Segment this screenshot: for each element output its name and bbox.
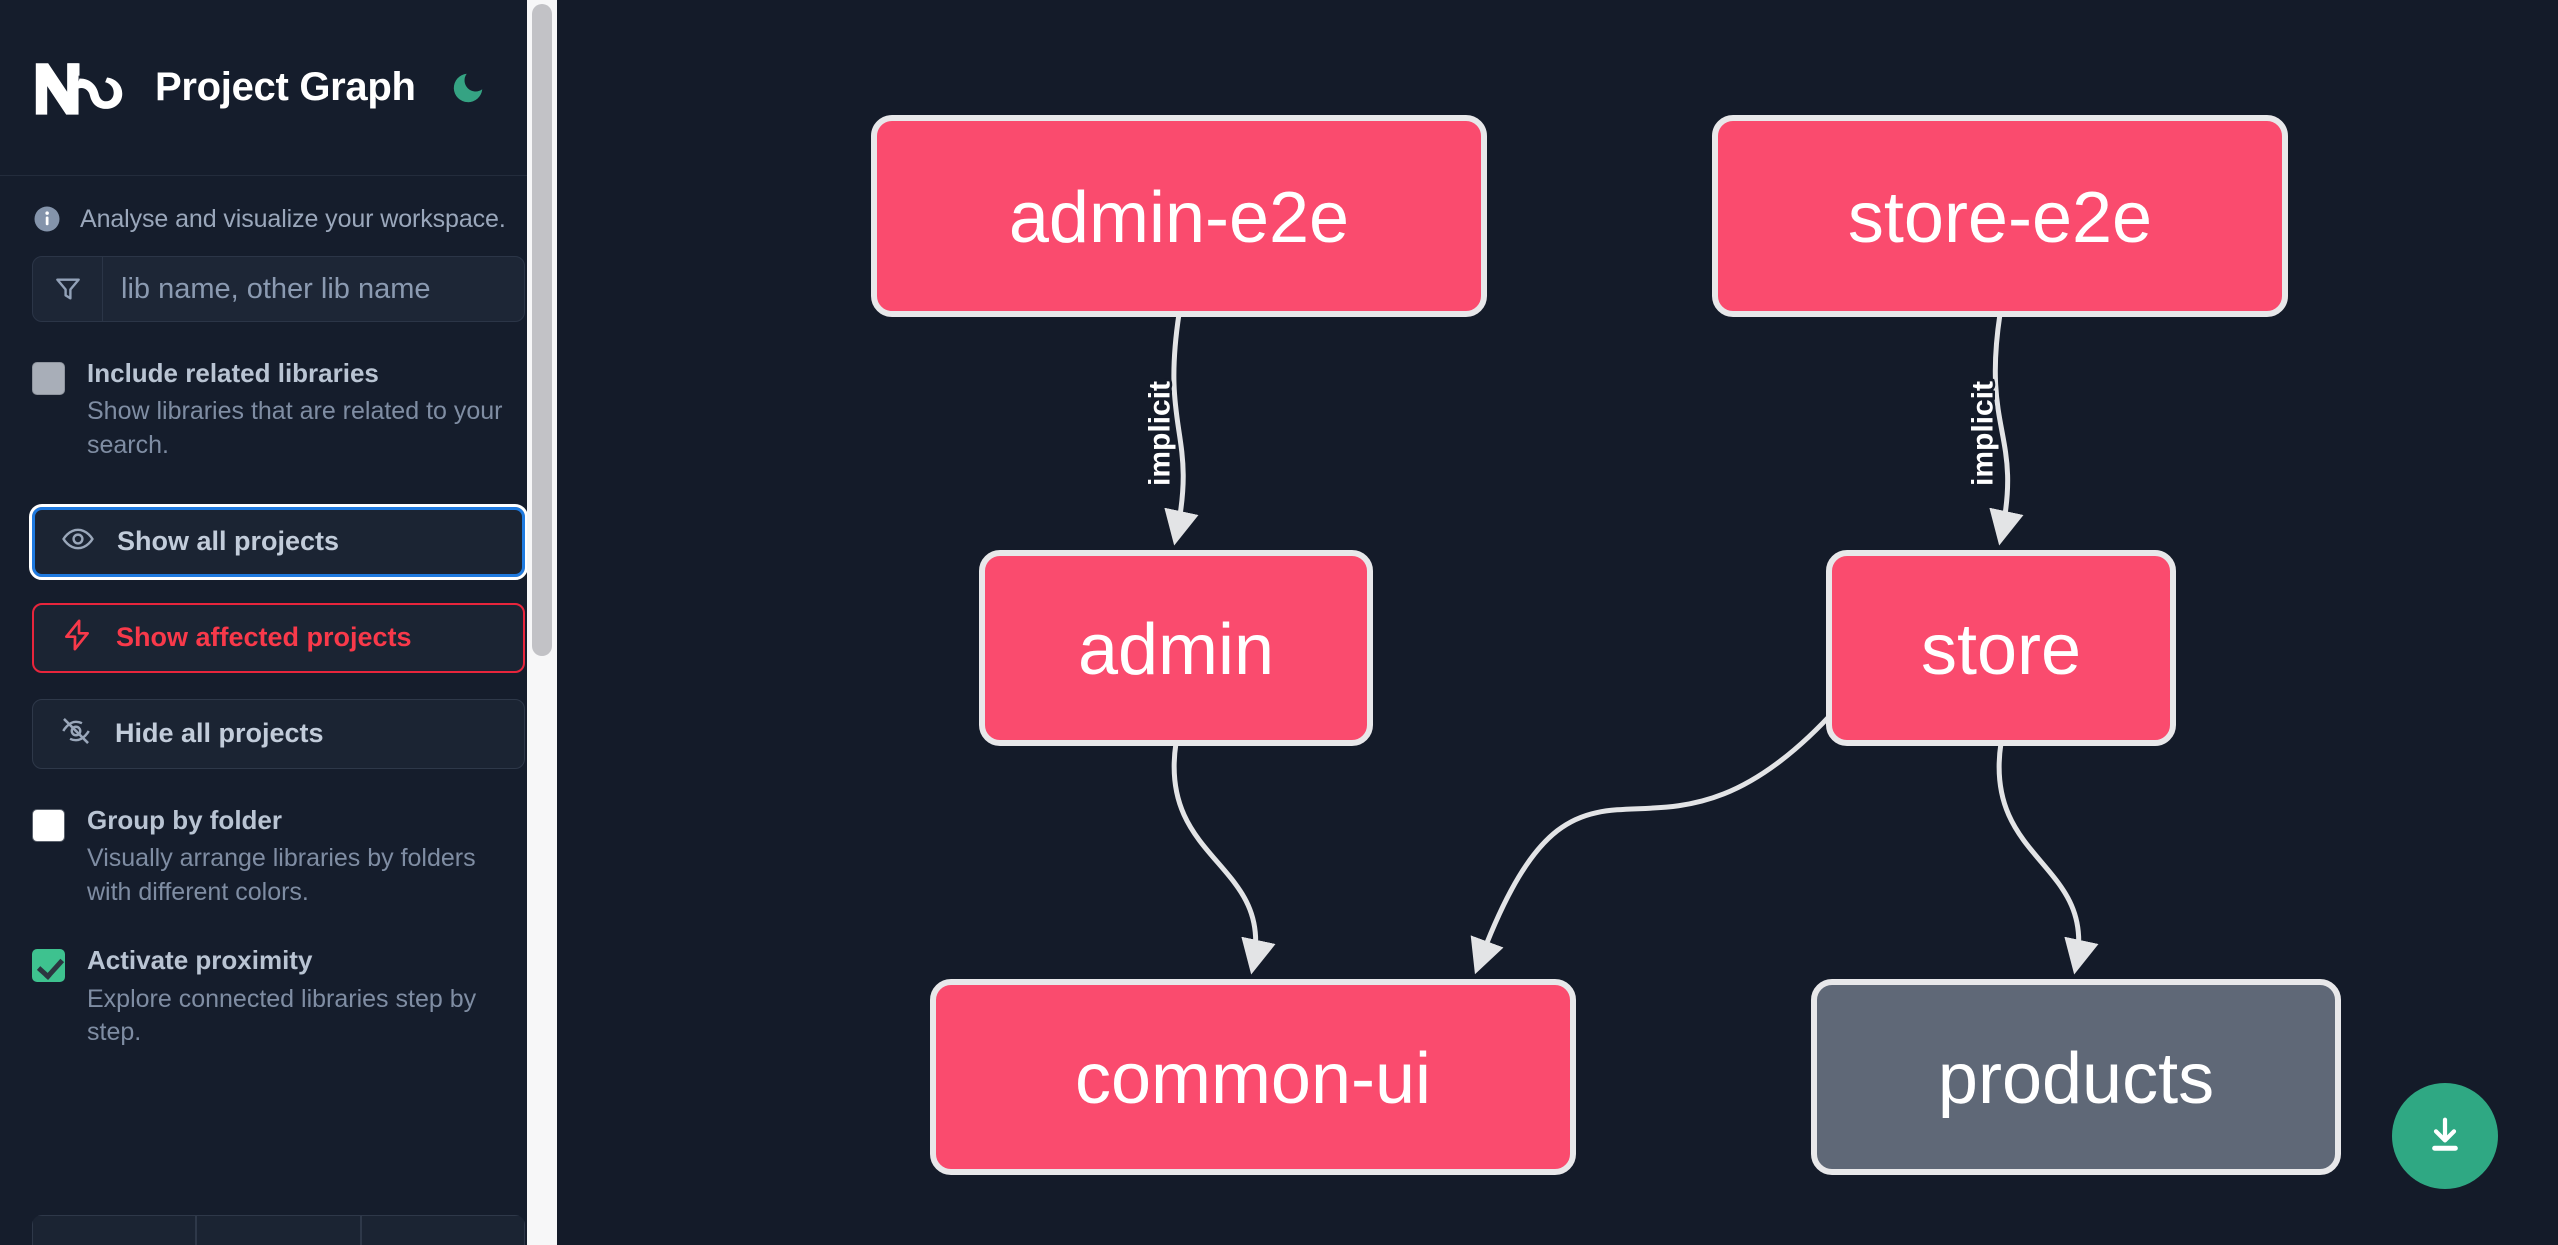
tagline-row: Analyse and visualize your workspace. <box>0 176 557 256</box>
node-label: admin <box>1078 610 1274 690</box>
sidebar-scrollbar-thumb[interactable] <box>532 4 552 656</box>
sidebar: Project Graph Analyse and visualize your… <box>0 0 557 1245</box>
edges-layer <box>1164 313 2099 975</box>
eye-icon <box>61 522 95 561</box>
lightning-bolt-icon <box>60 618 94 657</box>
moon-icon[interactable] <box>446 66 490 110</box>
node-label: admin-e2e <box>1009 178 1349 258</box>
search-input[interactable] <box>103 257 524 321</box>
node-label: common-ui <box>1075 1039 1431 1119</box>
search-box[interactable] <box>32 256 525 322</box>
edge-label: implicit <box>1144 381 1177 486</box>
graph-edge[interactable] <box>1989 313 2024 546</box>
eye-off-icon <box>59 714 93 753</box>
option-description: Visually arrange libraries by folders wi… <box>87 843 476 906</box>
graph-node[interactable]: common-ui <box>930 979 1576 1175</box>
option-label: Include related libraries <box>87 358 379 388</box>
node-label: products <box>1938 1039 2214 1119</box>
graph-edge[interactable] <box>1171 742 1276 975</box>
graph-canvas[interactable]: admin-e2e store-e2e admin store common-ui pro… <box>557 0 2558 1245</box>
nodes-layer: admin-e2e store-e2e admin store common-ui pro… <box>871 115 2341 1175</box>
graph-node[interactable]: store <box>1826 550 2176 746</box>
button-label: Show all projects <box>117 526 340 557</box>
project-graph-svg: admin-e2e store-e2e admin store common-ui pro… <box>871 115 2341 1175</box>
graph-node[interactable]: products <box>1811 979 2341 1175</box>
checkbox-activate-proximity[interactable] <box>32 949 65 983</box>
graph-node[interactable]: admin <box>979 550 1373 746</box>
graph-edge[interactable] <box>1996 742 2099 975</box>
hide-all-projects-button[interactable]: Hide all projects <box>32 698 525 769</box>
option-include-related-libraries[interactable]: Include related libraries Show libraries… <box>32 358 525 463</box>
graph-node[interactable]: admin-e2e <box>871 115 1487 317</box>
download-image-button[interactable] <box>2392 1083 2498 1189</box>
node-shape[interactable] <box>930 979 1576 1175</box>
node-label: store <box>1921 610 2081 690</box>
segment-2[interactable] <box>196 1215 361 1245</box>
sidebar-body: Include related libraries Show libraries… <box>0 256 557 1050</box>
sidebar-scrollbar[interactable] <box>527 0 557 1245</box>
button-label: Hide all projects <box>115 718 324 749</box>
checkbox-group-by-folder[interactable] <box>32 808 65 842</box>
page-title: Project Graph <box>155 65 416 109</box>
node-shape[interactable] <box>979 550 1373 746</box>
projects-button-group: Show all projects Show affected projects <box>29 503 528 769</box>
node-label: store-e2e <box>1848 178 2152 258</box>
option-label: Activate proximity <box>87 945 313 976</box>
filter-funnel-icon <box>33 257 103 321</box>
node-shape[interactable] <box>871 115 1487 317</box>
node-shape[interactable] <box>1811 979 2341 1175</box>
graph-node[interactable]: store-e2e <box>1712 115 2288 317</box>
option-description: Explore connected libraries step by step… <box>87 984 477 1047</box>
segment-3[interactable] <box>360 1215 525 1245</box>
option-group-by-folder[interactable]: Group by folder Visually arrange librari… <box>32 805 525 910</box>
sidebar-header: Project Graph <box>0 0 557 176</box>
button-label: Show affected projects <box>116 622 412 653</box>
node-shape[interactable] <box>1826 550 2176 746</box>
show-affected-projects-button[interactable]: Show affected projects <box>32 602 525 673</box>
option-activate-proximity[interactable]: Activate proximity Explore connected lib… <box>32 945 525 1050</box>
graph-edge[interactable] <box>1164 313 1199 546</box>
edge-labels-layer: implicit implicit <box>1141 378 2002 488</box>
graph-edge[interactable] <box>1470 706 1839 975</box>
show-all-projects-button[interactable]: Show all projects <box>29 503 528 580</box>
segment-1[interactable] <box>32 1215 197 1245</box>
nx-logo-icon <box>32 57 127 119</box>
option-description: Show libraries that are related to your … <box>87 397 503 459</box>
bottom-segmented-control[interactable] <box>32 1215 525 1245</box>
info-icon <box>32 204 62 234</box>
tagline-text: Analyse and visualize your workspace. <box>80 204 506 233</box>
option-label: Group by folder <box>87 804 282 835</box>
checkbox-include-related-libraries[interactable] <box>32 362 65 395</box>
node-shape[interactable] <box>1712 115 2288 317</box>
edge-label: implicit <box>1967 381 2000 486</box>
